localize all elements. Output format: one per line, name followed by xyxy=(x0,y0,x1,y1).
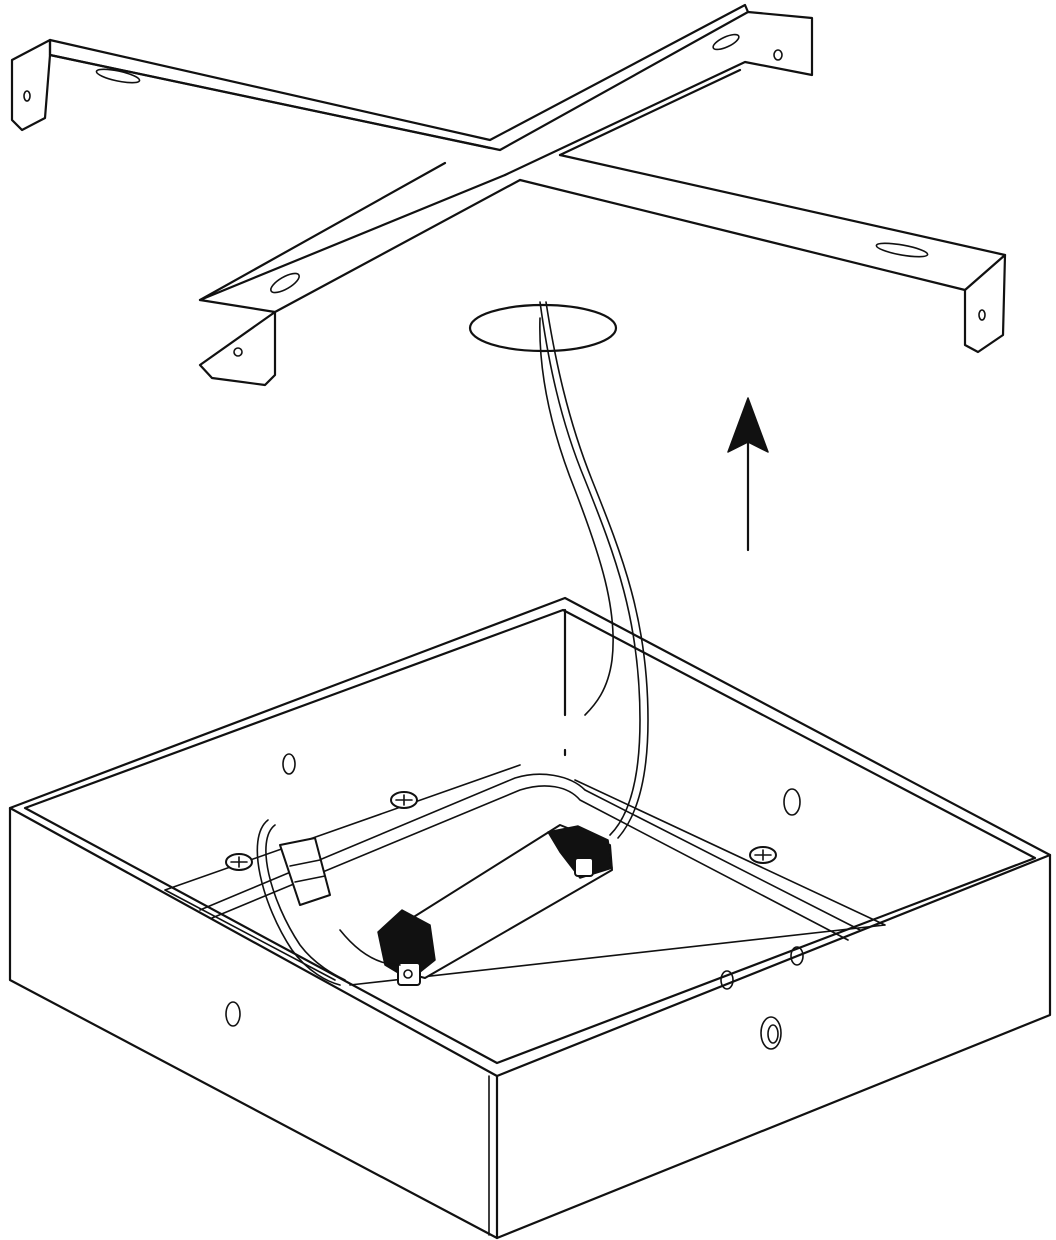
housing-hole-3 xyxy=(225,1001,241,1027)
bracket-arm-front-left xyxy=(198,161,522,387)
housing-hole-2 xyxy=(783,788,801,816)
cross-mounting-bracket xyxy=(10,3,1007,387)
housing-floor-edges xyxy=(164,764,886,986)
bracket-center-edges xyxy=(48,53,1007,302)
bracket-slot-4 xyxy=(875,242,929,258)
housing-rim-inner xyxy=(23,608,1037,1065)
housing-boss-1 xyxy=(720,970,734,990)
bracket-tab-left xyxy=(10,38,52,132)
bracket-hole-1 xyxy=(23,90,31,102)
bracket-hole-3 xyxy=(233,347,243,357)
strain-relief-clamp xyxy=(256,819,401,986)
housing-rim-outer xyxy=(8,596,1052,1078)
screw-icon xyxy=(390,791,418,809)
housing-rail xyxy=(199,773,861,941)
bracket-arm-front-right xyxy=(558,68,1007,354)
bracket-hole-4 xyxy=(978,309,986,321)
housing-wall-right xyxy=(495,853,1052,1240)
screw-icon xyxy=(225,853,253,871)
bracket-slot-3 xyxy=(270,272,300,294)
led-driver xyxy=(377,824,613,986)
screw-icon xyxy=(749,846,777,864)
driver-end-cap-left xyxy=(377,909,436,981)
housing-hole-1 xyxy=(282,753,296,775)
housing-boss-2 xyxy=(790,946,804,966)
bracket-slot-1 xyxy=(95,68,141,84)
bracket-hole-2 xyxy=(773,49,783,61)
ceiling-cable-hole xyxy=(468,303,618,353)
driver-end-cap-right xyxy=(547,825,613,879)
bracket-arm-back-right xyxy=(503,10,814,177)
bracket-slot-2 xyxy=(712,33,740,51)
mains-cable xyxy=(539,301,649,839)
arrow-up-icon xyxy=(727,397,769,552)
housing-wall-left xyxy=(8,806,499,1240)
housing-hole-4 xyxy=(760,1016,782,1050)
